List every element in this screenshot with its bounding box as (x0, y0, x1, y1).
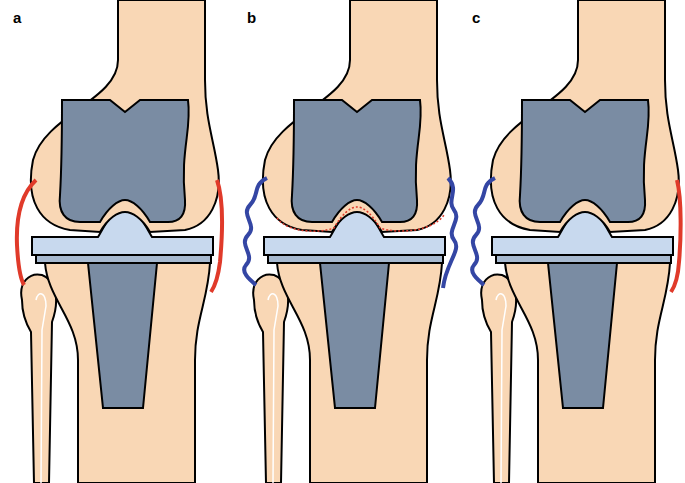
lax-ligament (244, 178, 267, 285)
bone-resection-line (277, 207, 444, 231)
knee-prosthesis (21, 0, 219, 483)
tight-ligament (211, 180, 222, 292)
panel-c (472, 0, 680, 483)
panel-letter: b (247, 10, 256, 25)
lax-ligament (443, 178, 456, 288)
tight-ligament (17, 180, 36, 285)
panel-letter: a (13, 10, 21, 25)
panel-a (17, 0, 222, 483)
knee-prosthesis (253, 0, 451, 483)
knee-prosthesis (481, 0, 679, 483)
tight-ligament (671, 180, 681, 292)
panel-letter: c (472, 10, 480, 25)
panel-b (244, 0, 456, 483)
lax-ligament (472, 178, 495, 285)
